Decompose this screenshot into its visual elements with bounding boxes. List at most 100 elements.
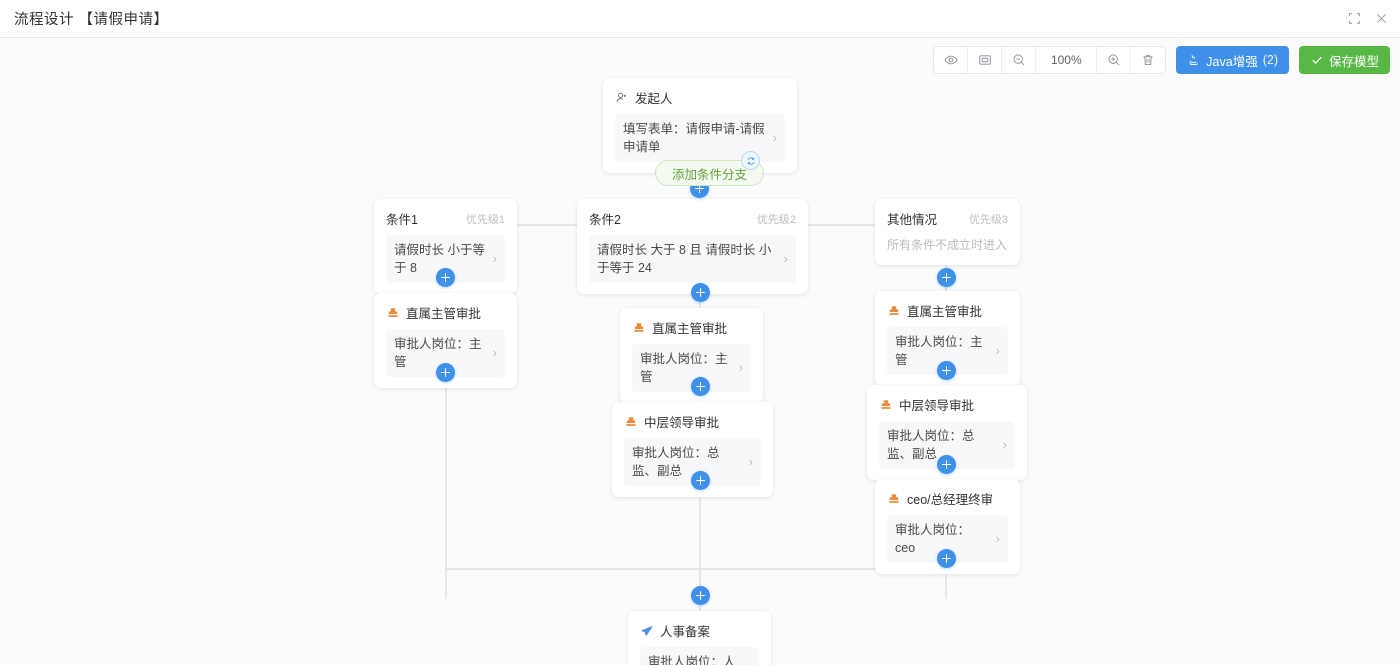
node-approval-b1-1-title: 直属主管审批 <box>406 307 482 321</box>
preview-button[interactable] <box>934 47 969 73</box>
node-approval-b2-1-title: 直属主管审批 <box>652 322 728 336</box>
save-model-label: 保存模型 <box>1328 54 1379 69</box>
stamp-icon <box>889 305 899 315</box>
chevron-right-icon: › <box>995 342 1000 358</box>
stamp-icon <box>881 399 891 409</box>
node-start-form: 填写表单：请假申请-请假申请单 <box>623 122 765 155</box>
expand-icon[interactable] <box>1348 12 1361 25</box>
save-model-button[interactable]: 保存模型 <box>1298 46 1390 74</box>
window-controls <box>1348 12 1388 25</box>
node-start-head: 发起人 <box>615 88 785 107</box>
node-approval-b3-1-title: 直属主管审批 <box>907 305 983 319</box>
node-condition-2[interactable]: 条件2 优先级2 请假时长 大于 8 且 请假时长 小于等于 24 › <box>577 199 808 295</box>
node-end-cc-assignee: 审批人岗位：人事 <box>648 655 736 665</box>
chevron-right-icon: › <box>995 530 1000 546</box>
zoom-toolgroup: 100% <box>933 46 1167 74</box>
node-condition-1-expression: 请假时长 小于等于 8 <box>394 243 485 276</box>
node-approval-b3-3-title: ceo/总经理终审 <box>907 493 994 507</box>
send-icon <box>641 625 653 636</box>
node-condition-2-title: 条件2 <box>589 213 621 227</box>
refresh-icon <box>747 156 754 165</box>
java-enhance-label: Java增强 <box>1206 54 1258 69</box>
editor-toolbar: 100% Java增强 (2) 保存模型 <box>933 46 1390 74</box>
eye-icon <box>944 55 958 65</box>
zoom-in-icon <box>1108 54 1120 66</box>
add-node-before-end[interactable] <box>691 586 710 605</box>
zoom-out-icon <box>1013 54 1025 66</box>
zoom-level[interactable]: 100% <box>1036 47 1098 73</box>
add-node-after-condition-2[interactable] <box>691 283 710 302</box>
node-approval-b3-2-head: 中层领导审批 <box>879 395 1015 414</box>
add-node-after-b3-1[interactable] <box>937 361 956 380</box>
node-condition-3-priority: 优先级3 <box>968 213 1008 226</box>
node-approval-b3-2-assignee: 审批人岗位：总监、副总 <box>887 429 975 462</box>
node-approval-b3-1-assignee: 审批人岗位：主管 <box>895 335 983 368</box>
user-add-icon <box>616 92 626 102</box>
refresh-branch-button[interactable] <box>741 151 760 170</box>
node-condition-3-expression: 所有条件不成立时进入 <box>887 238 1008 252</box>
add-node-after-b2-1[interactable] <box>691 377 710 396</box>
add-node-after-b3-2[interactable] <box>937 455 956 474</box>
chevron-right-icon: › <box>783 250 788 266</box>
add-condition-branch-label: 添加条件分支 <box>672 167 748 182</box>
node-condition-1-head: 条件1 优先级1 <box>386 209 505 228</box>
fit-screen-icon <box>979 55 991 65</box>
node-approval-b3-2-title: 中层领导审批 <box>899 399 975 413</box>
flow-canvas[interactable]: 发起人 填写表单：请假申请-请假申请单 › 添加条件分支 条件1 优先级1 请假… <box>0 39 1400 665</box>
node-condition-2-expression: 请假时长 大于 8 且 请假时长 小于等于 24 <box>597 243 772 276</box>
zoom-out-button[interactable] <box>1002 47 1037 73</box>
node-approval-b2-2-title: 中层领导审批 <box>644 416 720 430</box>
node-start[interactable]: 发起人 填写表单：请假申请-请假申请单 › <box>603 78 797 174</box>
trash-icon <box>1143 55 1153 66</box>
node-condition-3[interactable]: 其他情况 优先级3 所有条件不成立时进入 <box>875 199 1020 266</box>
stamp-icon <box>388 307 398 317</box>
delete-button[interactable] <box>1131 47 1166 73</box>
chevron-right-icon: › <box>492 344 497 360</box>
add-node-after-b2-2[interactable] <box>691 471 710 490</box>
java-enhance-count: (2) <box>1262 53 1278 67</box>
chevron-right-icon: › <box>772 129 777 145</box>
stamp-icon <box>889 493 899 503</box>
node-condition-3-body: 所有条件不成立时进入 <box>887 235 1008 254</box>
node-approval-b1-1-assignee: 审批人岗位：主管 <box>394 337 482 370</box>
java-icon <box>1189 54 1199 66</box>
add-node-after-condition-1[interactable] <box>436 268 455 287</box>
add-node-after-b3-3[interactable] <box>937 549 956 568</box>
node-approval-b3-3-head: ceo/总经理终审 <box>887 489 1008 508</box>
chevron-right-icon: › <box>738 359 743 375</box>
node-start-body[interactable]: 填写表单：请假申请-请假申请单 › <box>615 114 785 163</box>
chevron-right-icon: › <box>748 453 753 469</box>
node-approval-b3-1-head: 直属主管审批 <box>887 301 1008 320</box>
stamp-icon <box>626 416 636 426</box>
close-icon[interactable] <box>1375 12 1388 25</box>
stamp-icon <box>634 322 644 332</box>
node-start-title: 发起人 <box>635 92 673 106</box>
node-condition-3-head: 其他情况 优先级3 <box>887 209 1008 228</box>
node-condition-2-head: 条件2 优先级2 <box>589 209 796 228</box>
node-end-cc-head: 人事备案 <box>640 621 759 640</box>
node-approval-b3-3[interactable]: ceo/总经理终审 审批人岗位：ceo › <box>875 479 1020 575</box>
node-approval-b3-3-assignee: 审批人岗位：ceo <box>895 523 971 556</box>
add-node-after-b1-1[interactable] <box>436 363 455 382</box>
node-approval-b2-1-assignee: 审批人岗位：主管 <box>640 352 728 385</box>
fit-screen-button[interactable] <box>968 47 1003 73</box>
node-condition-1-priority: 优先级1 <box>465 213 505 226</box>
check-icon <box>1312 56 1322 64</box>
node-condition-1-title: 条件1 <box>386 213 418 227</box>
java-enhance-button[interactable]: Java增强 (2) <box>1176 46 1289 74</box>
node-approval-b1-1-head: 直属主管审批 <box>386 303 505 322</box>
node-end-cc[interactable]: 人事备案 审批人岗位：人事 › <box>628 611 771 665</box>
window-titlebar: 流程设计 【请假申请】 <box>0 0 1400 38</box>
node-end-cc-title: 人事备案 <box>660 625 711 639</box>
chevron-right-icon: › <box>492 250 497 266</box>
chevron-right-icon: › <box>1002 436 1007 452</box>
add-node-after-condition-3[interactable] <box>937 268 956 287</box>
zoom-in-button[interactable] <box>1097 47 1132 73</box>
node-approval-b2-2-head: 中层领导审批 <box>624 412 761 431</box>
node-condition-3-title: 其他情况 <box>887 213 938 227</box>
page-title: 流程设计 【请假申请】 <box>14 12 169 28</box>
zoom-level-label: 100% <box>1050 53 1082 67</box>
node-approval-b2-2-body[interactable]: 审批人岗位：总监、副总 › <box>624 438 761 487</box>
node-condition-2-body[interactable]: 请假时长 大于 8 且 请假时长 小于等于 24 › <box>589 235 796 284</box>
node-end-cc-body[interactable]: 审批人岗位：人事 › <box>640 647 759 665</box>
